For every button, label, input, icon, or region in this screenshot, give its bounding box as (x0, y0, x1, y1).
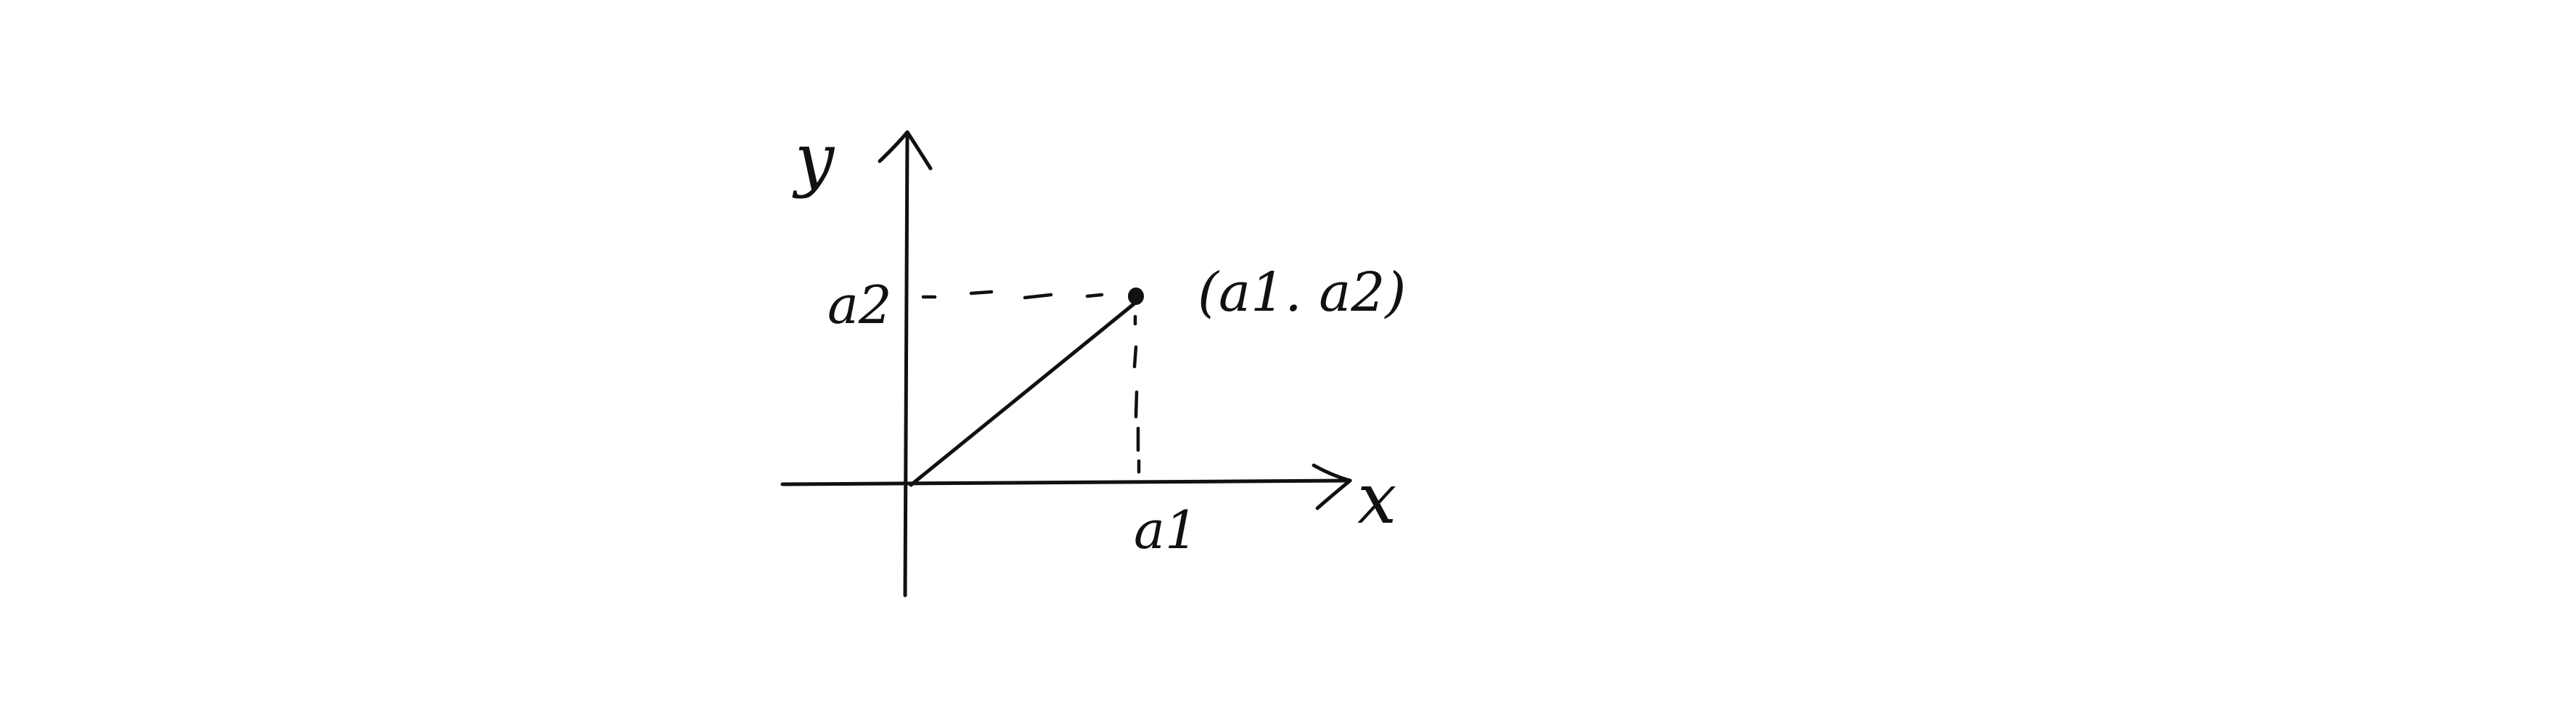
y-tick-label: a2 (827, 274, 892, 335)
horizontal-projection (921, 290, 1104, 300)
x-axis-line (780, 478, 1352, 486)
vector-line (909, 301, 1137, 487)
point-marker (1128, 287, 1144, 305)
y-axis-arrowhead (878, 130, 933, 171)
x-axis-arrowhead (1312, 463, 1352, 510)
y-axis-line (903, 131, 909, 597)
point-label: (a1. a2) (1198, 261, 1406, 324)
y-axis-label: y (792, 118, 835, 200)
vertical-projection (1132, 314, 1141, 474)
x-tick-label: a1 (1134, 499, 1198, 560)
x-axis-label: x (1357, 458, 1397, 539)
